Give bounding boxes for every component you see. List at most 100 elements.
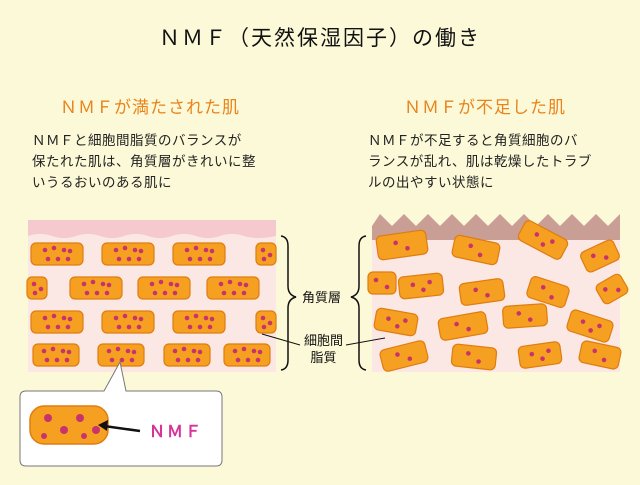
nmf-dot xyxy=(56,257,61,262)
zoomed-nmf-dot xyxy=(92,426,100,434)
zoomed-nmf-dot xyxy=(44,414,52,422)
nmf-dot xyxy=(208,325,213,330)
nmf-dot xyxy=(46,325,51,330)
nmf-dot xyxy=(43,316,48,321)
zoomed-nmf-dot xyxy=(60,426,68,434)
right-bracket xyxy=(351,236,366,370)
nmf-dot xyxy=(236,358,241,363)
healthy-cell xyxy=(31,243,83,265)
healthy-cell xyxy=(207,277,259,299)
dry-cell xyxy=(368,272,396,294)
nmf-dot xyxy=(185,316,190,321)
nmf-dot xyxy=(198,350,203,355)
nmf-dot xyxy=(261,248,266,253)
nmf-dot xyxy=(204,316,209,321)
nmf-dot xyxy=(117,325,122,330)
zoomed-cell xyxy=(30,406,108,444)
zoomed-nmf-dot xyxy=(41,433,47,439)
nmf-dot xyxy=(68,249,73,254)
nmf-dot xyxy=(55,358,60,363)
nmf-dot xyxy=(133,248,138,253)
nmf-dot xyxy=(61,349,66,354)
nmf-dot xyxy=(159,280,164,285)
nmf-dot xyxy=(126,349,131,354)
nmf-dot xyxy=(219,282,224,287)
nmf-dot xyxy=(374,278,379,283)
nmf-dot xyxy=(222,291,227,296)
nmf-dot xyxy=(194,314,199,319)
nmf-dot xyxy=(45,358,50,363)
nmf-dot xyxy=(68,317,73,322)
nmf-dot xyxy=(268,253,273,258)
nmf-dot xyxy=(105,291,110,296)
nmf-dot xyxy=(176,358,181,363)
left-bracket xyxy=(281,236,296,370)
intercellular-lipid-label: 細胞間 脂質 xyxy=(304,333,343,367)
nmf-dot xyxy=(173,349,178,354)
zoomed-nmf-dot xyxy=(81,433,87,439)
healthy-cell xyxy=(31,311,83,333)
nmf-dot xyxy=(139,249,144,254)
nmf-dot xyxy=(46,257,51,262)
healthy-cell xyxy=(256,243,276,265)
nmf-dot xyxy=(233,349,238,354)
nmf-dot xyxy=(117,257,122,262)
nmf-dot xyxy=(66,325,71,330)
nmf-dot xyxy=(208,257,213,262)
nmf-dot xyxy=(123,314,128,319)
dry-skin-block xyxy=(368,214,630,372)
nmf-dot xyxy=(127,325,132,330)
nmf-dot xyxy=(210,249,215,254)
nmf-dot xyxy=(85,291,90,296)
healthy-cell xyxy=(164,344,210,366)
nmf-dot xyxy=(153,291,158,296)
nmf-dot xyxy=(256,358,261,363)
nmf-dot xyxy=(186,358,191,363)
nmf-dot xyxy=(132,350,137,355)
nmf-dot xyxy=(252,349,257,354)
nmf-dot xyxy=(127,257,132,262)
nmf-dot xyxy=(133,316,138,321)
nmf-dot xyxy=(139,317,144,322)
nmf-dot xyxy=(204,248,209,253)
nmf-dot xyxy=(238,282,243,287)
nmf-dot xyxy=(32,282,37,287)
intercellular-lipid-label-line1: 細胞間 xyxy=(304,333,343,350)
intercellular-lipid-label-line2: 脂質 xyxy=(304,350,343,367)
nmf-dot xyxy=(385,285,390,290)
nmf-dot xyxy=(150,282,155,287)
nmf-dot xyxy=(116,347,121,352)
nmf-dot xyxy=(33,291,38,296)
dry-cell xyxy=(502,303,547,328)
healthy-cell xyxy=(102,243,154,265)
nmf-dot xyxy=(246,358,251,363)
healthy-cell xyxy=(138,277,190,299)
nmf-dot xyxy=(62,316,67,321)
nmf-dot xyxy=(261,316,266,321)
zoomed-nmf-dot xyxy=(76,414,84,422)
healthy-cell xyxy=(173,243,225,265)
nmf-dot xyxy=(52,314,57,319)
healthy-cell xyxy=(70,277,122,299)
nmf-dot xyxy=(268,321,273,326)
nmf-dot xyxy=(163,291,168,296)
nmf-dot xyxy=(185,248,190,253)
nmf-dot xyxy=(56,325,61,330)
nmf-dot xyxy=(258,350,263,355)
nmf-dot xyxy=(194,246,199,251)
nmf-dot xyxy=(196,358,201,363)
nmf-dot xyxy=(91,280,96,285)
nmf-dot xyxy=(95,291,100,296)
dry-cell xyxy=(398,273,444,299)
nmf-dot xyxy=(188,257,193,262)
healthy-skin-block xyxy=(27,220,276,372)
nmf-dot xyxy=(137,325,142,330)
nmf-dot xyxy=(210,317,215,322)
nmf-dot xyxy=(114,316,119,321)
nmf-dot xyxy=(42,349,47,354)
dry-cell xyxy=(451,344,497,370)
healthy-cell xyxy=(256,311,276,333)
healthy-cell xyxy=(98,344,144,366)
nmf-dot xyxy=(130,358,135,363)
